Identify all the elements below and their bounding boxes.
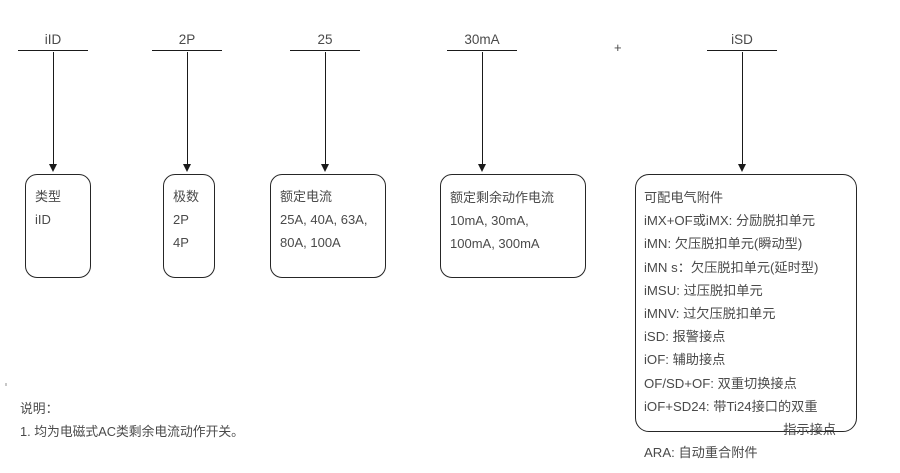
code-text: iSD (731, 32, 753, 47)
box-content: 极数 2P 4P (164, 175, 214, 260)
box-rated-current: 额定电流 25A, 40A, 63A, 80A, 100A (270, 174, 386, 278)
connector-arrow-1 (53, 52, 54, 164)
box-item: iOF: 辅助接点 (644, 352, 726, 368)
box-content: 可配电气附件 iMX+OF或iMX: 分励脱扣单元 iMN: 欠压脱扣单元(瞬动型)… (636, 175, 856, 471)
code-underline (18, 50, 88, 51)
stray-mark (5, 383, 7, 386)
code-label-4: 30mA (447, 32, 517, 51)
connector-arrow-2 (187, 52, 188, 164)
box-heading: 可配电气附件 (644, 190, 724, 205)
box-item: iID (35, 212, 51, 227)
code-text: 30mA (464, 32, 500, 47)
box-item: 10mA, 30mA, (450, 213, 529, 228)
box-item: iMSU: 过压脱扣单元 (644, 282, 763, 298)
box-item: iMNV: 过欠压脱扣单元 (644, 306, 776, 322)
box-item: 2P (173, 212, 189, 227)
box-electrical-accessories: 可配电气附件 iMX+OF或iMX: 分励脱扣单元 iMN: 欠压脱扣单元(瞬动型)… (635, 174, 857, 460)
code-text: 25 (317, 32, 333, 47)
code-label-3: 25 (290, 32, 360, 51)
box-item: iMN: 欠压脱扣单元(瞬动型) (644, 236, 803, 252)
box-item: 指示接点 (783, 422, 836, 438)
arrow-head-4 (478, 164, 486, 172)
box-item: iSD: 报警接点 (644, 329, 726, 345)
box-heading: 额定电流 (280, 189, 333, 204)
box-rated-residual-current: 额定剩余动作电流 10mA, 30mA, 100mA, 300mA (440, 174, 586, 278)
code-text: 2P (178, 32, 196, 47)
box-heading: 类型 (35, 189, 62, 204)
box-item: iMX+OF或iMX: 分励脱扣单元 (644, 213, 816, 229)
box-item: 100mA, 300mA (450, 236, 540, 251)
code-underline (447, 50, 517, 51)
connector-arrow-5 (742, 52, 743, 164)
code-underline (152, 50, 222, 51)
box-item: 80A, 100A (280, 235, 341, 250)
plus-separator: + (614, 40, 622, 55)
box-content: 额定剩余动作电流 10mA, 30mA, 100mA, 300mA (441, 175, 585, 261)
code-text: iID (44, 32, 62, 47)
box-item: ARA: 自动重合附件 (644, 445, 758, 461)
arrow-head-5 (738, 164, 746, 172)
code-underline (290, 50, 360, 51)
box-item: iMN s：欠压脱扣单元(延时型) (644, 259, 819, 275)
connector-arrow-3 (325, 52, 326, 164)
box-item: OF/SD+OF: 双重切换接点 (644, 375, 797, 391)
box-item: 25A, 40A, 63A, (280, 212, 368, 227)
arrow-head-3 (321, 164, 329, 172)
box-type: 类型 iID (25, 174, 91, 278)
box-content: 额定电流 25A, 40A, 63A, 80A, 100A (271, 175, 385, 260)
connector-arrow-4 (482, 52, 483, 164)
box-poles: 极数 2P 4P (163, 174, 215, 278)
arrow-head-1 (49, 164, 57, 172)
box-item: iOF+SD24: 带Ti24接口的双重 (644, 398, 818, 414)
code-underline (707, 50, 777, 51)
code-label-5: iSD (707, 32, 777, 51)
arrow-head-2 (183, 164, 191, 172)
box-heading: 极数 (173, 189, 200, 204)
box-content: 类型 iID (26, 175, 90, 237)
note-item-1: 1. 均为电磁式AC类剩余电流动作开关。 (20, 424, 244, 439)
code-label-2: 2P (152, 32, 222, 51)
box-item: 4P (173, 235, 189, 250)
code-label-1: iID (18, 32, 88, 51)
box-heading: 额定剩余动作电流 (450, 190, 555, 205)
note-heading: 说明： (20, 401, 59, 416)
